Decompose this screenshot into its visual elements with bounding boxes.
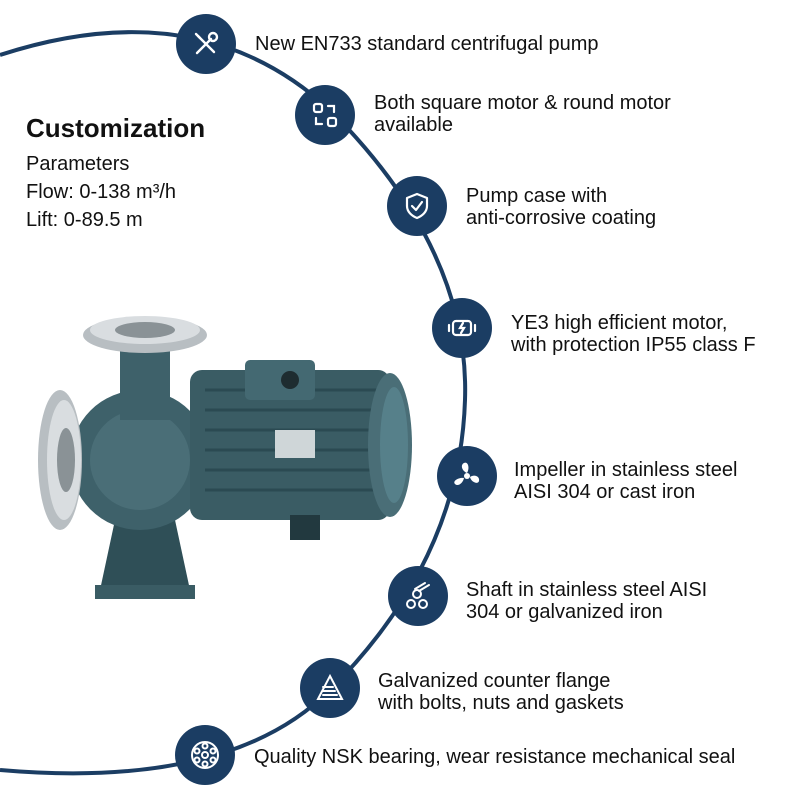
feature-line: Galvanized counter flange <box>378 670 611 692</box>
bearing-icon <box>175 725 235 785</box>
feature-text-8: Quality NSK bearing, wear resistance mec… <box>254 746 735 768</box>
shafts-icon <box>388 566 448 626</box>
feature-line: anti-corrosive coating <box>466 207 657 229</box>
feature-line: New EN733 standard centrifugal pump <box>255 33 599 55</box>
feature-line: Impeller in stainless steel <box>514 459 738 481</box>
flange-icon <box>300 658 360 718</box>
feature-text-1: New EN733 standard centrifugal pump <box>255 33 599 55</box>
lift-value: Lift: 0-89.5 m <box>26 209 143 231</box>
flow-value: Flow: 0-138 m³/h <box>26 181 177 203</box>
feature-line: Pump case with <box>466 185 608 207</box>
feature-text-3: Pump case with anti-corrosive coating <box>466 185 656 229</box>
feature-text-2: Both square motor & round motor availabl… <box>374 92 671 136</box>
feature-line: Quality NSK bearing, wear resistance mec… <box>254 746 736 768</box>
feature-line: with protection IP55 class F <box>511 334 756 356</box>
feature-text-7: Galvanized counter flange with bolts, nu… <box>378 670 624 714</box>
pump-image <box>38 316 412 599</box>
feature-line: 304 or galvanized iron <box>466 601 663 623</box>
feature-line: with bolts, nuts and gaskets <box>378 692 624 714</box>
feature-line: available <box>374 114 453 136</box>
fan-icon <box>437 446 497 506</box>
feature-line: YE3 high efficient motor, <box>511 312 728 334</box>
feature-text-4: YE3 high efficient motor, with protectio… <box>511 312 756 356</box>
tools-icon <box>176 14 236 74</box>
motor-icon <box>432 298 492 358</box>
parameters-label: Parameters <box>26 153 130 175</box>
feature-line: Both square motor & round motor <box>374 92 671 114</box>
feature-line: Shaft in stainless steel AISI <box>466 579 708 601</box>
customization-block: Customization Parameters Flow: 0-138 m³/… <box>26 112 205 234</box>
feature-text-6: Shaft in stainless steel AISI 304 or gal… <box>466 579 707 623</box>
customization-title: Customization <box>26 113 206 143</box>
feature-line: AISI 304 or cast iron <box>514 481 696 503</box>
feature-text-5: Impeller in stainless steel AISI 304 or … <box>514 459 737 503</box>
swap-icon <box>295 85 355 145</box>
shield-check-icon <box>387 176 447 236</box>
